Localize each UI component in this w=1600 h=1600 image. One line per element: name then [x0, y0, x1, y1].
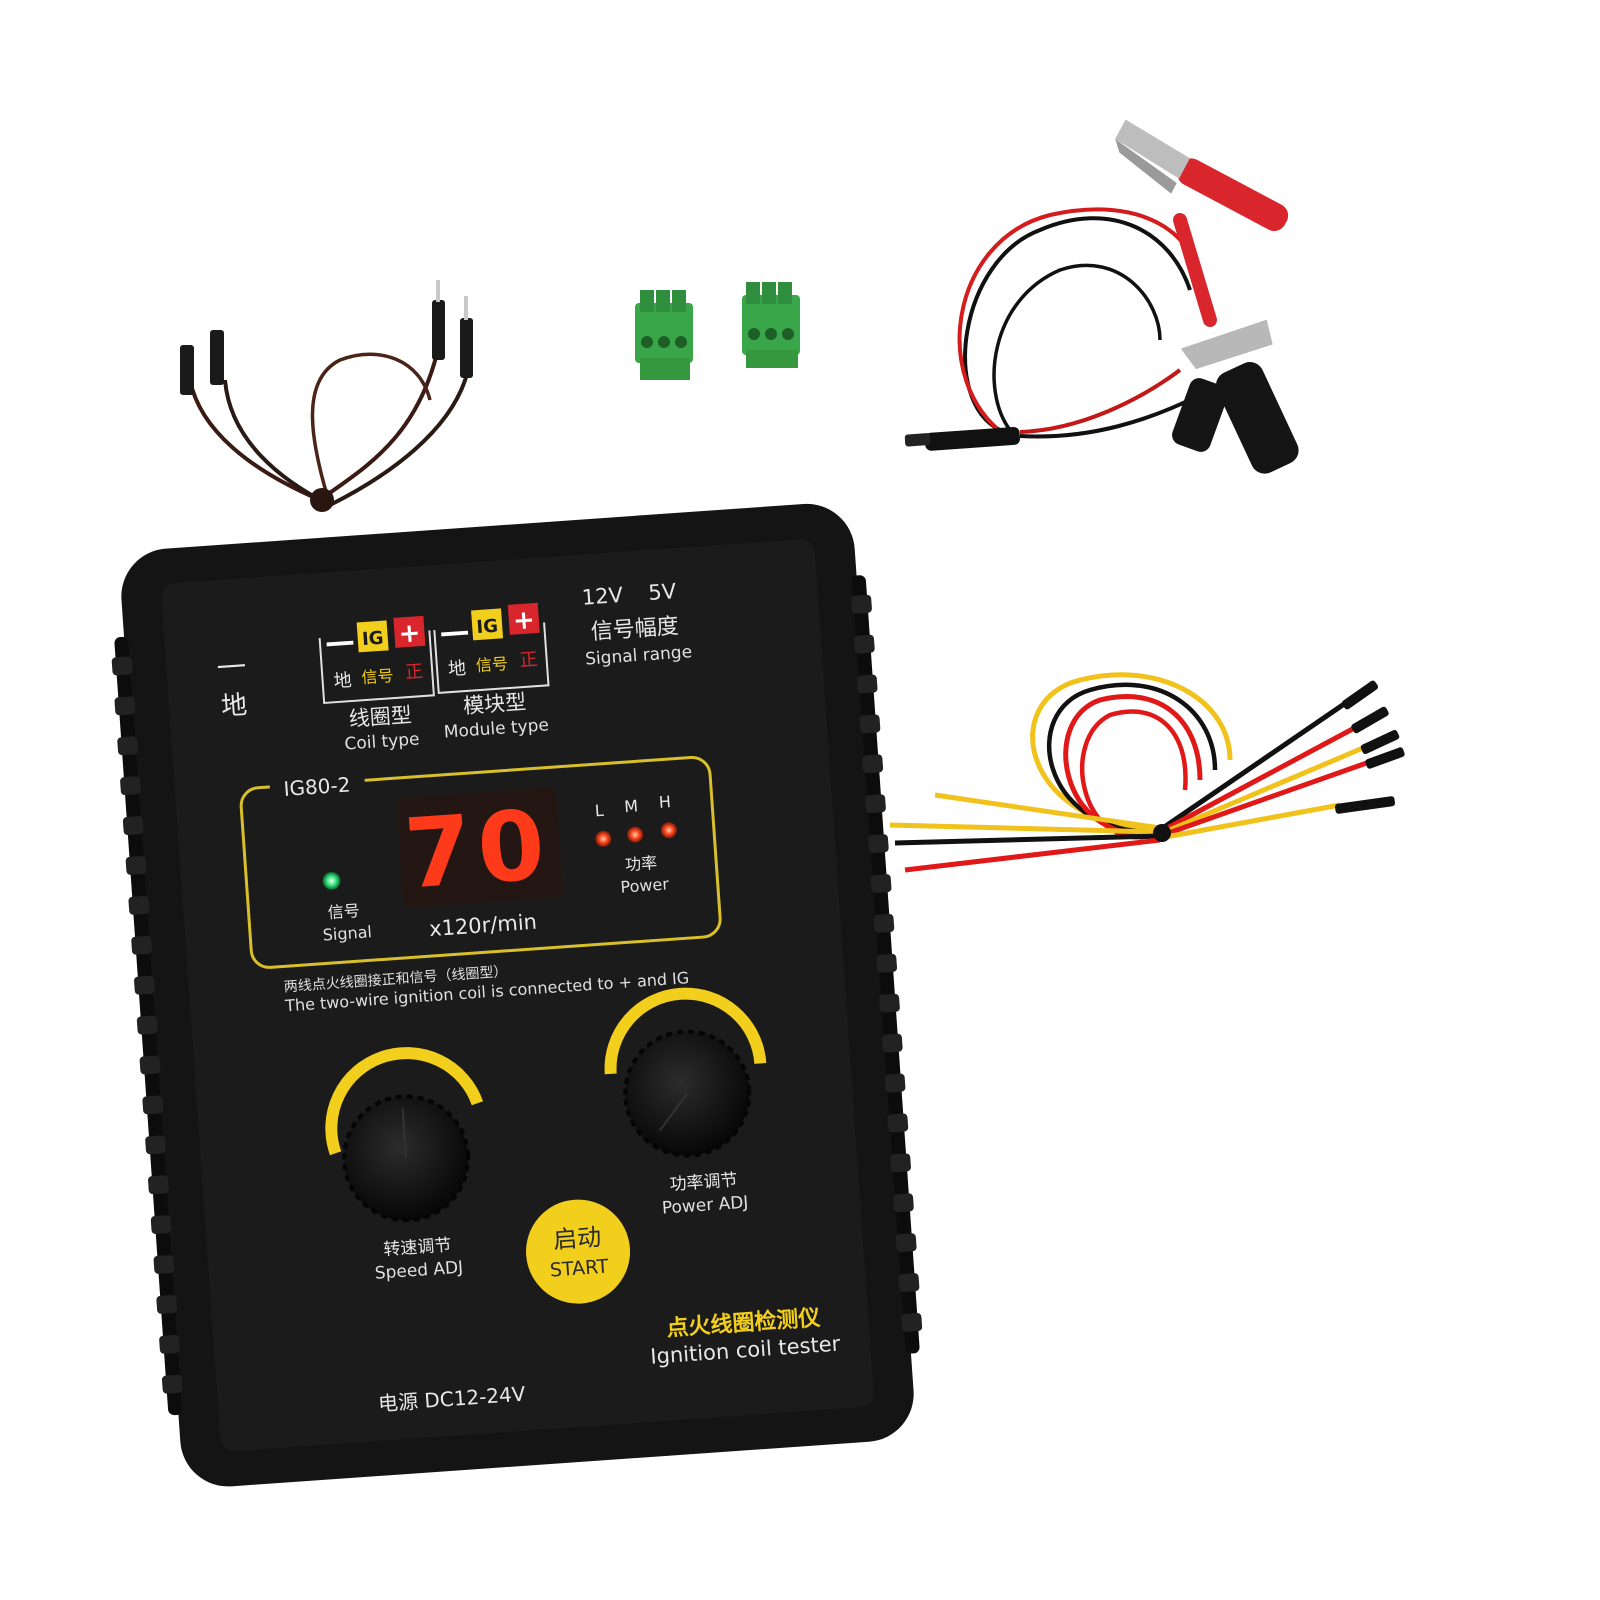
rpm-readout: 70 — [401, 789, 554, 911]
face-panel — [161, 539, 874, 1452]
ground-label[interactable]: 地 — [220, 690, 248, 722]
module-ig: IG — [476, 616, 499, 638]
coil-positive-label: 正 — [405, 661, 424, 683]
signal-range-title-cn: 信号幅度 — [590, 614, 680, 645]
coil-ig: IG — [361, 628, 384, 650]
coil-plus: + — [398, 618, 422, 649]
module-positive-label: 正 — [519, 649, 538, 671]
ground-symbol: — — [215, 646, 247, 683]
jumper-wires-accessory — [889, 672, 1405, 873]
module-type-title-cn: 模块型 — [462, 690, 527, 718]
speed-adj-knob[interactable] — [325, 1047, 485, 1225]
module-signal-label: 信号 — [475, 654, 508, 675]
alligator-clip-cable-accessory — [904, 119, 1299, 474]
coil-minus: — — [324, 624, 356, 661]
power-led-title-en: Power — [620, 874, 670, 896]
start-button[interactable]: 启动 START — [523, 1196, 634, 1307]
power-knob-label-cn: 功率调节 — [669, 1170, 738, 1195]
signal-led — [322, 871, 341, 890]
module-minus: — — [438, 614, 470, 651]
power-led-m — [627, 826, 644, 843]
power-led-h — [660, 822, 677, 839]
speed-knob-label-cn: 转速调节 — [383, 1235, 452, 1260]
range-12v: 12V — [581, 583, 624, 610]
coil-type-title-cn: 线圈型 — [348, 703, 413, 731]
range-5v: 5V — [648, 579, 678, 605]
ignition-coil-tester: — 地 — IG + 地 信号 正 线圈型 Coil type — IG + 地… — [111, 503, 923, 1487]
start-button-label-en: START — [549, 1255, 609, 1281]
start-button-label-cn: 启动 — [552, 1223, 602, 1254]
model-label: IG80-2 — [283, 772, 351, 801]
module-plus: + — [512, 605, 536, 636]
power-led-l-label: L — [594, 801, 604, 821]
seven-segment-display — [396, 787, 563, 908]
signal-led-label-cn: 信号 — [327, 901, 360, 922]
ridge-bumps-left — [111, 656, 183, 1394]
power-led-title-cn: 功率 — [625, 853, 658, 874]
probe-wire-accessory — [180, 280, 473, 512]
coil-signal-label: 信号 — [361, 666, 394, 687]
coil-ground-label: 地 — [333, 670, 352, 692]
terminal-block-accessory-2 — [742, 282, 800, 368]
power-adj-knob[interactable] — [604, 987, 767, 1161]
power-led-l — [595, 830, 612, 847]
ridge-bumps-right — [851, 594, 923, 1332]
power-led-h-label: H — [658, 792, 671, 812]
terminal-block-accessory-1 — [635, 290, 693, 380]
power-led-m-label: M — [624, 796, 639, 816]
module-ground-label: 地 — [447, 658, 466, 680]
signal-led-label-en: Signal — [322, 922, 372, 944]
